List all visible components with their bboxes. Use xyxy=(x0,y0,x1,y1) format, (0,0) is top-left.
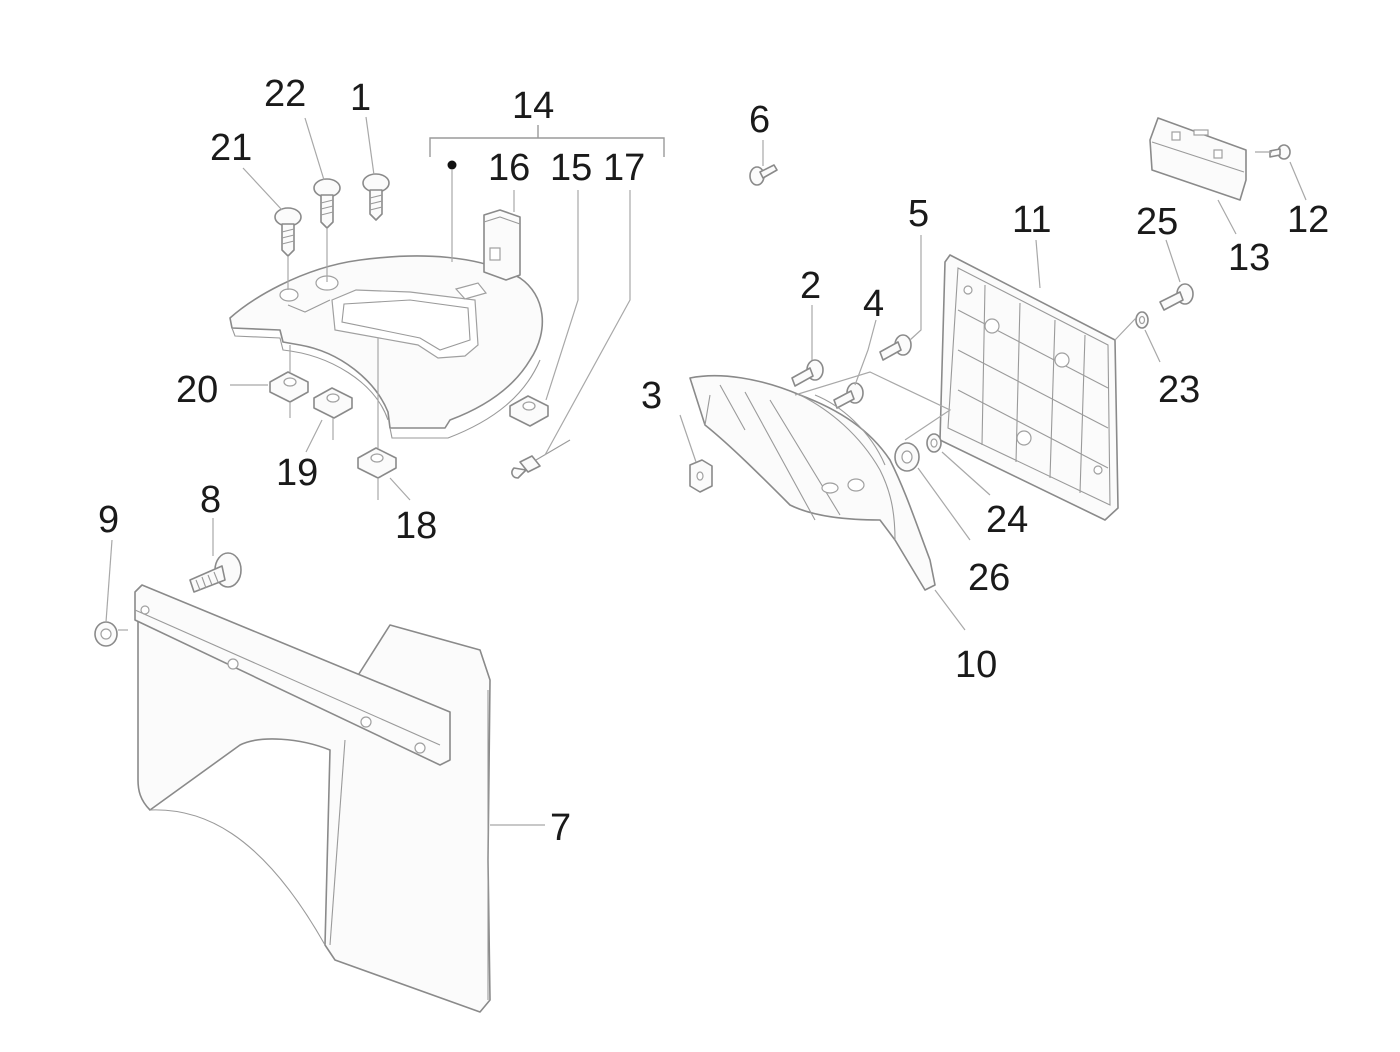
callout-2: 2 xyxy=(800,265,821,307)
leader-lines-top-left xyxy=(230,116,631,501)
callout-21: 21 xyxy=(210,127,252,169)
leader-lines-right xyxy=(679,151,1307,631)
callout-22: 22 xyxy=(264,73,306,115)
callout-20: 20 xyxy=(176,369,218,411)
screw-5[interactable] xyxy=(879,334,912,361)
callout-15: 15 xyxy=(550,147,592,189)
mudflap-rail[interactable] xyxy=(134,584,451,766)
bullet-marker xyxy=(447,160,457,170)
clip-nut-20[interactable] xyxy=(269,371,309,403)
washer-23[interactable] xyxy=(1135,311,1149,329)
screw-4[interactable] xyxy=(833,382,864,409)
callout-25: 25 xyxy=(1136,201,1178,243)
callout-9: 9 xyxy=(98,499,119,541)
callout-8: 8 xyxy=(200,479,221,521)
screw-6[interactable] xyxy=(749,164,778,186)
license-plate-bracket[interactable] xyxy=(689,374,936,591)
screw-22[interactable] xyxy=(313,178,341,229)
clip-nut-3[interactable] xyxy=(689,459,713,493)
callout-23: 23 xyxy=(1158,369,1200,411)
screw-12[interactable] xyxy=(1269,144,1291,160)
tail-cover-plate[interactable] xyxy=(229,255,544,439)
callout-11: 11 xyxy=(1012,199,1051,241)
rubber-pad[interactable] xyxy=(483,209,521,281)
callout-1: 1 xyxy=(350,77,371,119)
washer-nut-9[interactable] xyxy=(94,621,118,647)
callout-5: 5 xyxy=(908,193,929,235)
assembly-bracket-14 xyxy=(429,125,665,157)
leader-lines-bottom-left xyxy=(105,518,545,826)
screw-1[interactable] xyxy=(362,173,390,221)
clip-nut-15[interactable] xyxy=(509,395,549,427)
spacer-26[interactable] xyxy=(894,442,920,472)
clip-nut-18[interactable] xyxy=(357,447,397,479)
bolt-8[interactable] xyxy=(189,552,242,593)
rivet[interactable] xyxy=(511,439,571,479)
callout-19: 19 xyxy=(276,452,318,494)
callout-24: 24 xyxy=(986,499,1028,541)
callout-14: 14 xyxy=(512,85,554,127)
callout-10: 10 xyxy=(955,644,997,686)
callout-4: 4 xyxy=(863,283,884,325)
screw-25[interactable] xyxy=(1159,283,1194,311)
callout-13: 13 xyxy=(1228,237,1270,279)
screw-2[interactable] xyxy=(791,359,824,387)
callout-6: 6 xyxy=(749,99,770,141)
callout-labels: 21 22 1 14 16 15 17 20 19 18 6 5 11 25 1… xyxy=(98,73,1329,849)
screw-21[interactable] xyxy=(274,207,302,257)
callout-12: 12 xyxy=(1287,199,1329,241)
reflector-plate[interactable] xyxy=(1149,117,1247,201)
callout-7: 7 xyxy=(550,807,571,849)
callout-16: 16 xyxy=(488,147,530,189)
license-plate-holder[interactable] xyxy=(939,254,1119,521)
clip-nut-19[interactable] xyxy=(313,387,353,419)
callout-17: 17 xyxy=(603,147,645,189)
callout-3: 3 xyxy=(641,375,662,417)
callout-18: 18 xyxy=(395,505,437,547)
washer-24[interactable] xyxy=(926,433,942,453)
callout-26: 26 xyxy=(968,557,1010,599)
